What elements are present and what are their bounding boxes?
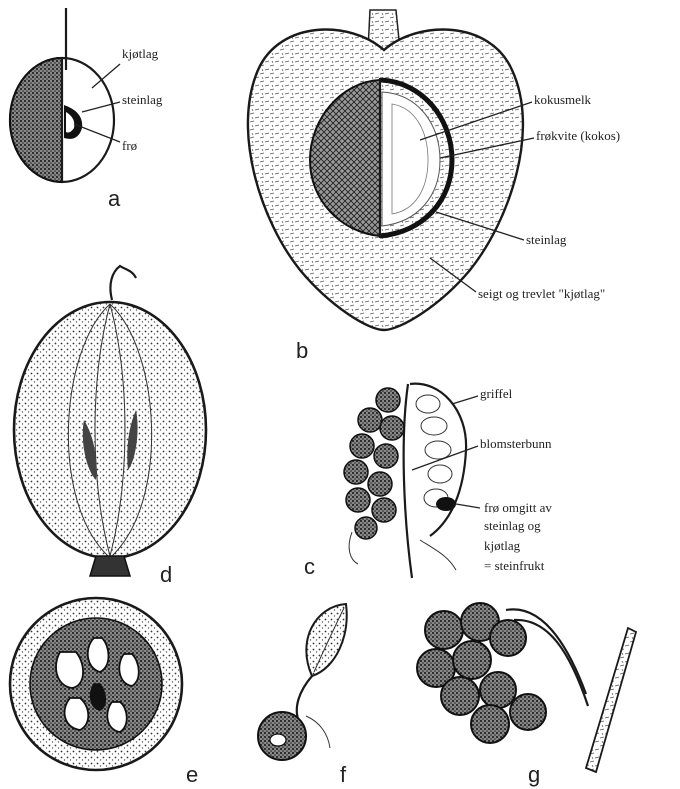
- panel-c-leader-fro: [456, 504, 480, 508]
- panel-f-letter: f: [340, 762, 347, 787]
- panel-c: griffel blomsterbunn frø omgitt av stein…: [304, 384, 552, 579]
- panel-a-label-fro: frø: [122, 138, 138, 153]
- panel-c-label-fro-line4: = steinfrukt: [484, 558, 545, 573]
- panel-c-receptacle: [404, 384, 412, 578]
- panel-c-sepal-left: [349, 532, 358, 564]
- panel-d-letter: d: [160, 562, 172, 587]
- panel-c-outline: [410, 384, 466, 536]
- panel-a: kjøtlag steinlag frø a: [10, 8, 163, 211]
- panel-b-letter: b: [296, 338, 308, 363]
- panel-g: g: [417, 603, 636, 787]
- panel-c-label-griffel: griffel: [480, 386, 513, 401]
- panel-g-branch: [586, 628, 636, 772]
- panel-c-drupelets: [344, 388, 404, 539]
- panel-g-letter: g: [528, 762, 540, 787]
- panel-g-berries: [417, 603, 546, 743]
- panel-a-label-kjotlag: kjøtlag: [122, 46, 159, 61]
- panel-f-berry-highlight: [270, 734, 286, 746]
- panel-d: d: [14, 266, 206, 587]
- panel-a-letter: a: [108, 186, 121, 211]
- panel-e: e: [10, 598, 198, 787]
- panel-d-stalk: [110, 266, 136, 300]
- panel-b-label-frokvite: frøkvite (kokos): [536, 128, 620, 143]
- panel-a-label-steinlag: steinlag: [122, 92, 163, 107]
- panel-c-label-fro-line3: kjøtlag: [484, 538, 521, 553]
- panel-c-section-cells: [416, 395, 452, 507]
- panel-f-sepal: [306, 716, 330, 748]
- panel-c-leader-blomsterbunn: [412, 446, 478, 470]
- panel-d-base: [90, 556, 130, 576]
- panel-b-label-kokusmelk: kokusmelk: [534, 92, 592, 107]
- panel-b-label-kjotlag: seigt og trevlet "kjøtlag": [478, 286, 605, 301]
- panel-c-letter: c: [304, 554, 315, 579]
- panel-d-berry: [14, 302, 206, 558]
- panel-c-label-blomsterbunn: blomsterbunn: [480, 436, 552, 451]
- panel-c-seed: [436, 497, 456, 511]
- panel-a-dark-half: [10, 58, 62, 182]
- panel-e-letter: e: [186, 762, 198, 787]
- panel-c-label-fro-line1: frø omgitt av: [484, 500, 552, 515]
- panel-f: f: [258, 604, 347, 787]
- panel-c-leader-griffel: [452, 396, 478, 404]
- panel-f-stem: [297, 676, 312, 724]
- panel-b-label-steinlag: steinlag: [526, 232, 567, 247]
- panel-b: kokusmelk frøkvite (kokos) steinlag seig…: [248, 10, 620, 363]
- panel-c-sepal-right: [420, 540, 456, 570]
- panel-c-label-fro-line2: steinlag og: [484, 518, 541, 533]
- panel-a-leader-kjotlag: [92, 64, 120, 88]
